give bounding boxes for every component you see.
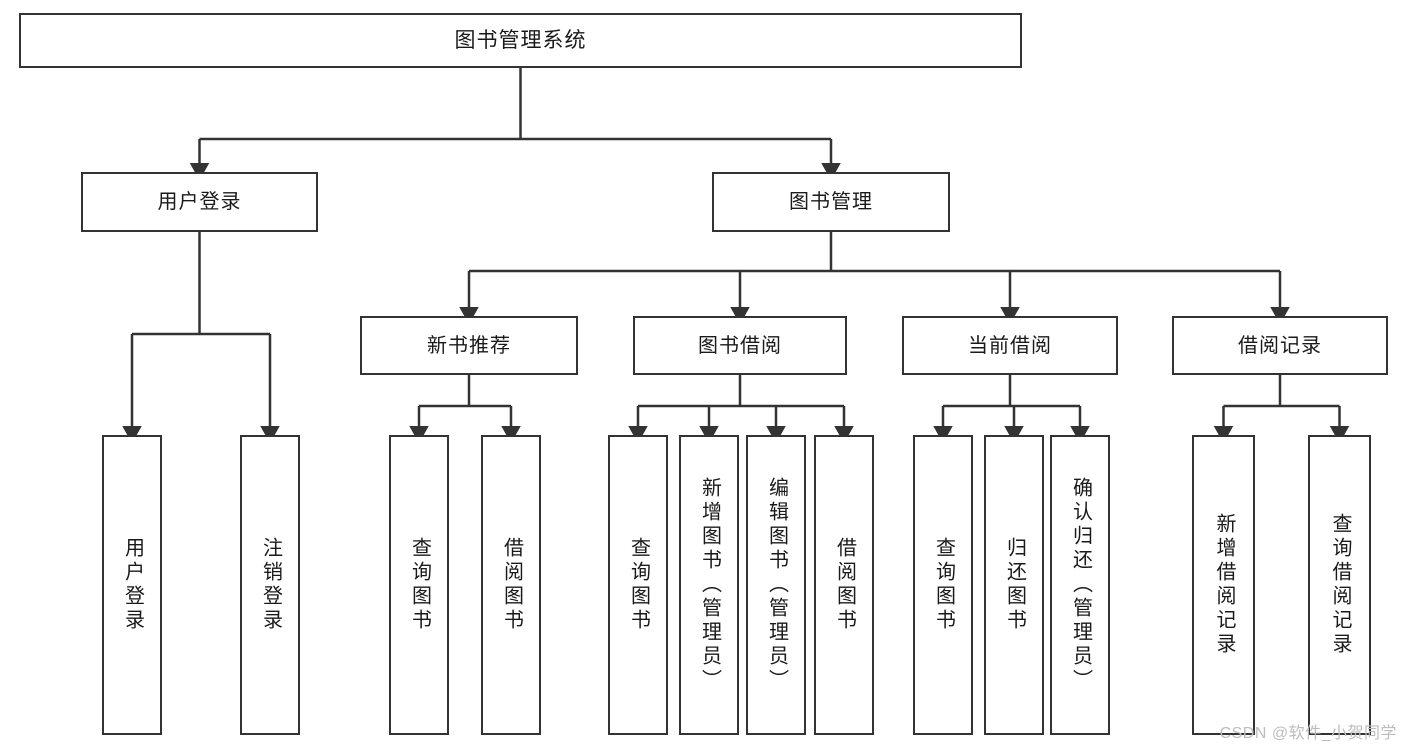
node-label: 查询图书 (627, 537, 650, 633)
node-label: 用户登录 (157, 191, 242, 213)
node-label: 归还图书 (1003, 537, 1026, 633)
node-leaf-query-record[interactable]: 查询借阅记录 (1308, 435, 1371, 735)
node-label: 查询图书 (932, 537, 955, 633)
node-book-manage[interactable]: 图书管理 (712, 172, 950, 232)
node-leaf-add-book[interactable]: 新增图书（管理员） (679, 435, 739, 735)
node-label: 图书管理 (789, 191, 873, 213)
node-leaf-user-login[interactable]: 用户登录 (102, 435, 162, 735)
node-root[interactable]: 图书管理系统 (19, 13, 1022, 68)
node-label: 注销登录 (259, 537, 282, 633)
node-label: 借阅图书 (500, 537, 523, 633)
node-label: 借阅图书 (833, 537, 856, 633)
node-label: 当前借阅 (968, 334, 1052, 357)
node-user-login[interactable]: 用户登录 (81, 172, 318, 232)
node-leaf-add-record[interactable]: 新增借阅记录 (1192, 435, 1255, 735)
node-leaf-confirm-return[interactable]: 确认归还（管理员） (1050, 435, 1110, 735)
node-label: 编辑图书（管理员） (765, 477, 788, 693)
node-leaf-edit-book[interactable]: 编辑图书（管理员） (746, 435, 806, 735)
node-label: 新增图书（管理员） (698, 477, 721, 693)
node-current-borrow[interactable]: 当前借阅 (902, 316, 1118, 375)
node-label: 图书借阅 (698, 334, 782, 357)
node-label: 确认归还（管理员） (1069, 477, 1092, 693)
node-leaf-query-book-2[interactable]: 查询图书 (608, 435, 668, 735)
node-leaf-borrow-book-1[interactable]: 借阅图书 (481, 435, 541, 735)
node-label: 新增借阅记录 (1213, 513, 1235, 657)
node-label: 查询借阅记录 (1329, 513, 1351, 657)
node-label: 新书推荐 (427, 334, 511, 357)
node-borrow-record[interactable]: 借阅记录 (1172, 316, 1388, 375)
node-label: 查询图书 (408, 537, 431, 633)
node-leaf-borrow-book-2[interactable]: 借阅图书 (814, 435, 874, 735)
node-leaf-user-logout[interactable]: 注销登录 (240, 435, 300, 735)
node-leaf-query-book-3[interactable]: 查询图书 (913, 435, 973, 735)
node-new-book-rec[interactable]: 新书推荐 (360, 316, 578, 375)
node-leaf-query-book-1[interactable]: 查询图书 (389, 435, 449, 735)
node-leaf-return-book[interactable]: 归还图书 (984, 435, 1044, 735)
node-book-borrow[interactable]: 图书借阅 (633, 316, 847, 375)
node-label: 借阅记录 (1238, 334, 1322, 357)
node-label: 图书管理系统 (454, 28, 587, 52)
node-label: 用户登录 (121, 537, 144, 633)
